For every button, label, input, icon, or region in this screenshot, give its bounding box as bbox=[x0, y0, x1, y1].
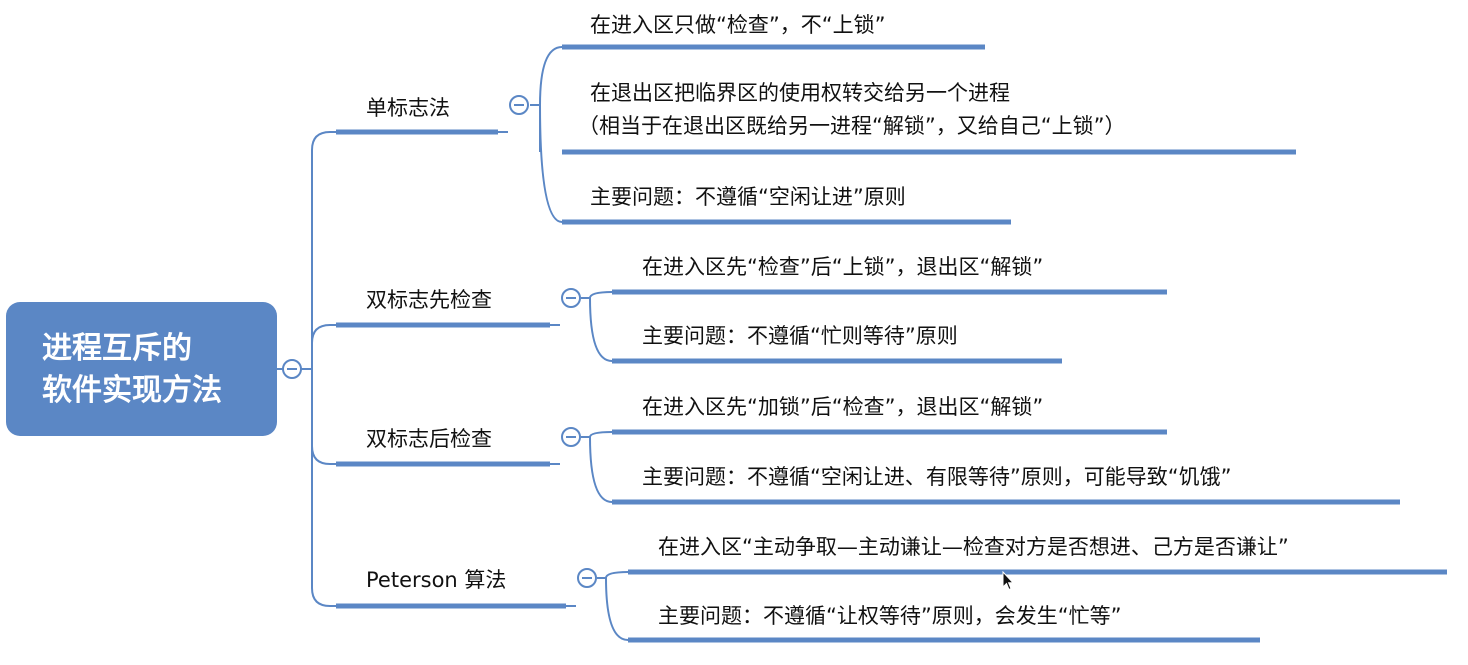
leaf-dual-check-first-2[interactable]: 主要问题：不遵循“忙则等待”原则 bbox=[642, 324, 958, 348]
collapse-icon[interactable] bbox=[561, 427, 581, 447]
branch-label-dual-flag-check-after[interactable]: 双标志后检查 bbox=[366, 427, 492, 451]
collapse-icon[interactable] bbox=[509, 95, 529, 115]
connector-branch-3 bbox=[550, 431, 613, 503]
leaf-dual-check-after-1[interactable]: 在进入区先“加锁”后“检查”，退出区“解锁” bbox=[642, 395, 1044, 419]
leaf-single-flag-2[interactable]: 在退出区把临界区的使用权转交给另一个进程 bbox=[590, 81, 1010, 105]
mouse-cursor-icon bbox=[1002, 571, 1014, 591]
branch-label-peterson[interactable]: Peterson 算法 bbox=[366, 568, 507, 592]
connector-branch-2 bbox=[550, 291, 613, 362]
leaf-peterson-1[interactable]: 在进入区“主动争取—主动谦让—检查对方是否想进、己方是否谦让” bbox=[658, 535, 1289, 559]
collapse-icon[interactable] bbox=[561, 288, 581, 308]
root-node[interactable]: 进程互斥的 软件实现方法 bbox=[6, 302, 277, 436]
leaf-single-flag-2-note: （相当于在退出区既给另一进程“解锁”，又给自己“上锁”） bbox=[578, 114, 1126, 138]
connector-branch-1 bbox=[498, 46, 563, 223]
leaf-single-flag-3[interactable]: 主要问题：不遵循“空闲让进”原则 bbox=[590, 185, 906, 209]
leaf-dual-check-after-2[interactable]: 主要问题：不遵循“空闲让进、有限等待”原则，可能导致“饥饿” bbox=[642, 465, 1232, 489]
collapse-icon[interactable] bbox=[577, 568, 597, 588]
collapse-icon[interactable] bbox=[282, 359, 302, 379]
root-title-line-2: 软件实现方法 bbox=[42, 373, 222, 408]
branch-label-single-flag[interactable]: 单标志法 bbox=[366, 96, 450, 120]
connector-branch-4 bbox=[566, 571, 629, 641]
root-title-line-1: 进程互斥的 bbox=[42, 331, 192, 366]
leaf-peterson-2[interactable]: 主要问题：不遵循“让权等待”原则，会发生“忙等” bbox=[658, 604, 1122, 628]
leaf-dual-check-first-1[interactable]: 在进入区先“检查”后“上锁”，退出区“解锁” bbox=[642, 255, 1044, 279]
branch-label-dual-flag-check-first[interactable]: 双标志先检查 bbox=[366, 288, 492, 312]
leaf-single-flag-1[interactable]: 在进入区只做“检查”，不“上锁” bbox=[590, 13, 886, 37]
